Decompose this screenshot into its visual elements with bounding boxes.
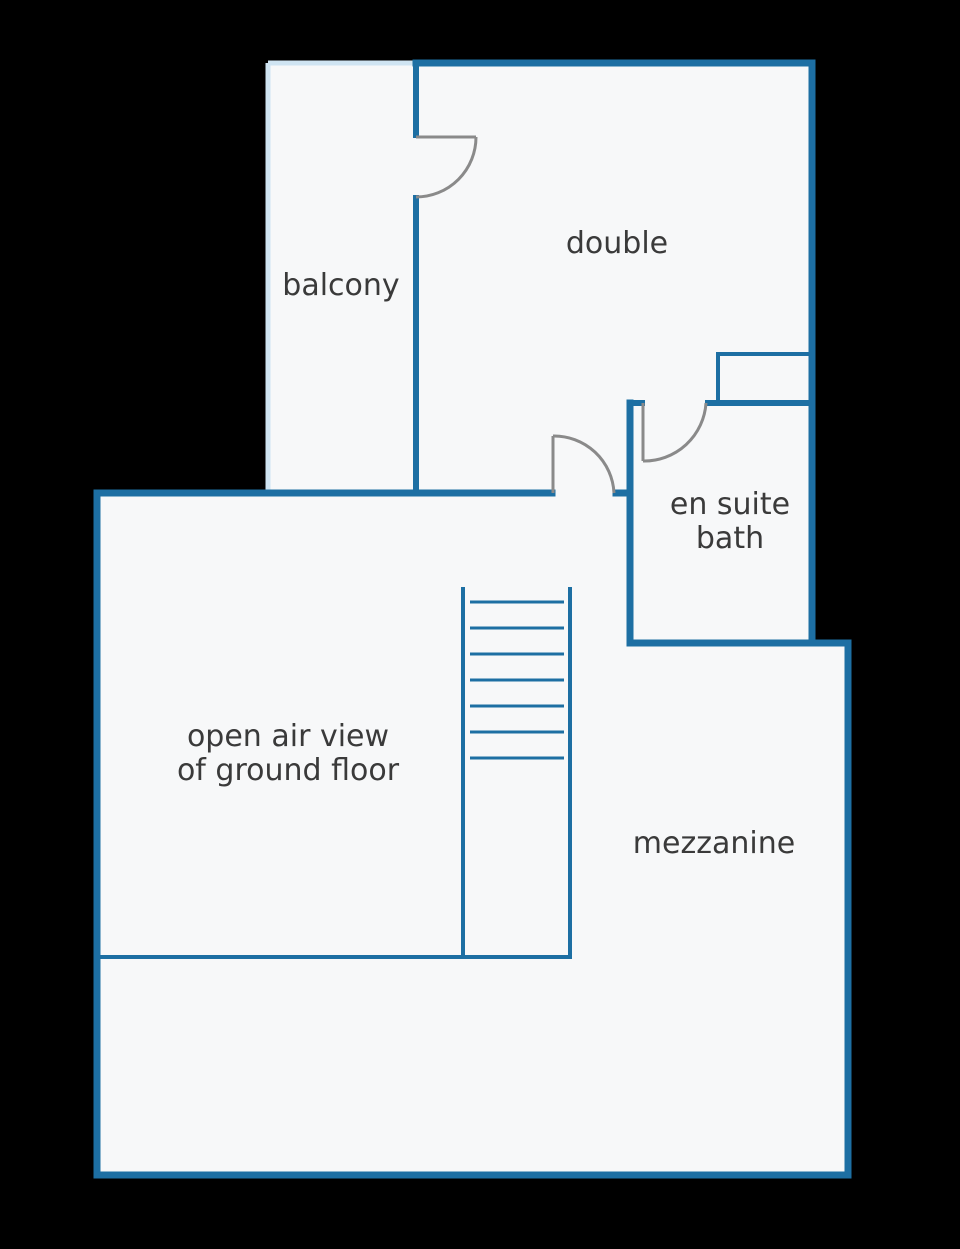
door-swing-icon	[415, 135, 478, 199]
double-label: double	[566, 226, 668, 261]
door-swing-icon	[551, 434, 616, 494]
floor-fills	[97, 63, 848, 1175]
bath-label-line1: en suite	[670, 487, 790, 522]
balcony-floor	[268, 63, 416, 493]
balcony-label: balcony	[282, 268, 399, 303]
balcony-outline	[265, 60, 416, 493]
bath-label-line2: bath	[696, 521, 764, 556]
void-label-line2: of ground floor	[177, 753, 400, 788]
walls	[93, 59, 852, 1179]
door-swing-icon	[641, 402, 708, 463]
void-label-line1: open air view	[187, 719, 389, 754]
closet-wall	[716, 352, 814, 405]
bath-floor	[630, 403, 812, 643]
mezzanine-label: mezzanine	[633, 826, 795, 861]
main-floor	[97, 493, 848, 1175]
stairs-icon	[461, 587, 572, 957]
